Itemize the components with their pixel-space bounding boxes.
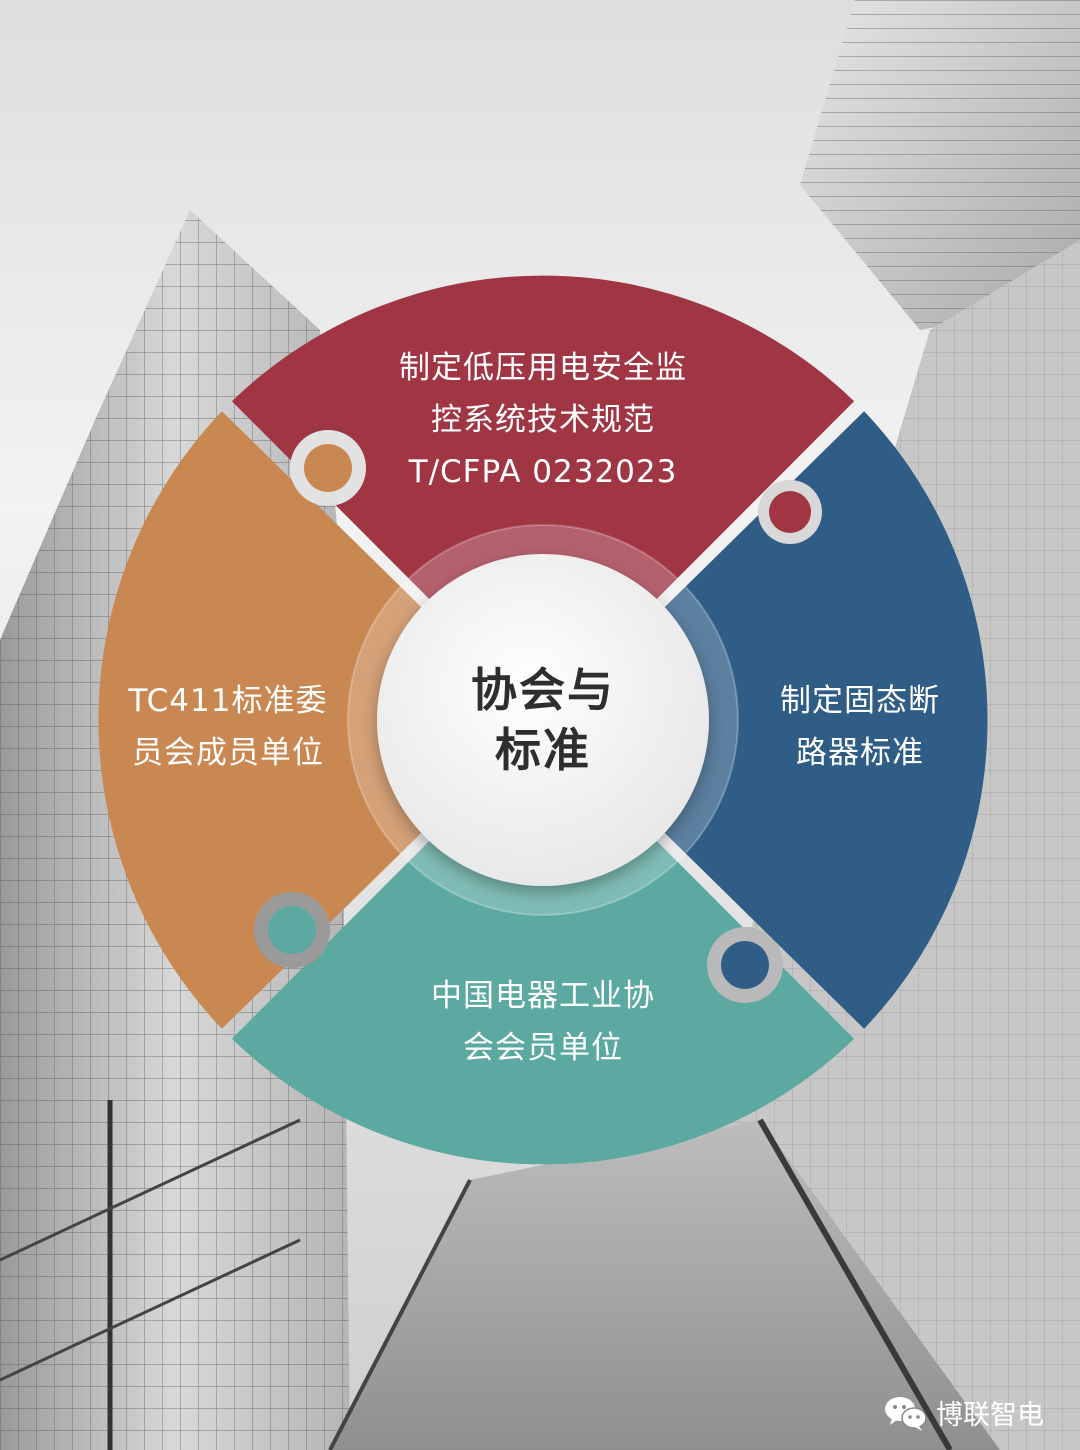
segment-top-line-3: T/CFPA 0232023 xyxy=(408,454,678,490)
segment-right-line-1: 制定固态断 xyxy=(780,683,940,719)
segment-top-text: 制定低压用电安全监 控系统技术规范 T/CFPA 0232023 xyxy=(399,342,687,498)
segment-bottom-line-2: 会会员单位 xyxy=(463,1030,623,1066)
center-disc xyxy=(377,554,709,886)
segment-right-line-2: 路器标准 xyxy=(796,735,924,771)
segment-top-line-1: 制定低压用电安全监 xyxy=(399,350,687,386)
segment-left-line-2: 员会成员单位 xyxy=(132,735,324,771)
segment-right-text: 制定固态断 路器标准 xyxy=(780,675,940,779)
center-title-line-2: 标准 xyxy=(495,723,591,777)
segment-top-line-2: 控系统技术规范 xyxy=(431,402,655,438)
watermark: 博联智电 xyxy=(884,1393,1044,1432)
center-title: 协会与 标准 xyxy=(471,660,615,780)
segment-left-line-1: TC411标准委 xyxy=(128,683,328,719)
center-title-line-1: 协会与 xyxy=(471,663,615,717)
watermark-text: 博联智电 xyxy=(936,1400,1044,1431)
segment-bottom-text: 中国电器工业协 会会员单位 xyxy=(431,970,655,1074)
segment-left[interactable] xyxy=(98,411,529,1029)
segment-left-text: TC411标准委 员会成员单位 xyxy=(129,675,328,779)
wechat-icon xyxy=(885,1396,927,1431)
segment-bottom-line-1: 中国电器工业协 xyxy=(431,978,655,1014)
